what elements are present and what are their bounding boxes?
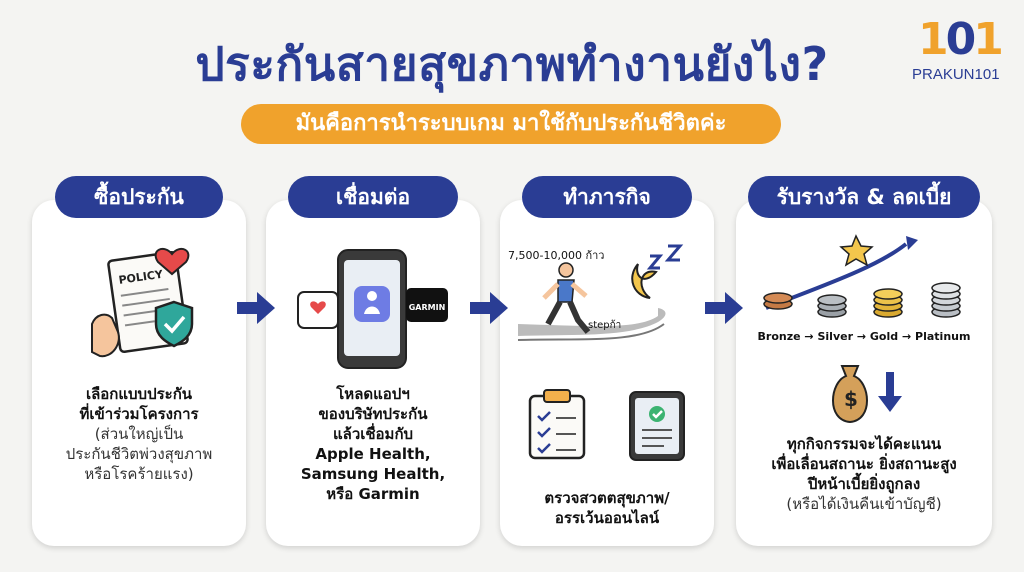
note-line: (หรือได้เงินคืนเข้าบัญชี) xyxy=(786,495,942,513)
money-bag-icon: $ xyxy=(832,365,902,424)
text-line: ปีหน้าเบี้ยยิ่งถูกลง xyxy=(807,475,921,493)
steps-goal-label: 7,500-10,000 ก้าว xyxy=(508,249,605,262)
tier-silver: Silver xyxy=(817,330,854,343)
step-label-connect: เชื่อมต่อ xyxy=(288,176,458,218)
step-card-mission xyxy=(500,200,714,546)
text-line: ทุกกิจกรรมจะได้คะแนน xyxy=(786,435,942,453)
text-line: ที่เข้าร่วมโครงการ xyxy=(79,405,199,423)
text-line: โหลดแอปฯ xyxy=(336,385,410,403)
tier-platinum: Platinum xyxy=(915,330,971,343)
running-person-icon xyxy=(517,244,684,341)
text-line: แล้วเชื่อมกับ xyxy=(332,425,414,443)
step-label-reward: รับรางวัล & ลดเบี้ย xyxy=(748,176,980,218)
garmin-label: GARMIN xyxy=(408,303,446,312)
text-line: เลือกแบบประกัน xyxy=(85,385,193,403)
coins-tier-icon xyxy=(763,234,961,318)
text-line: หรือ Garmin xyxy=(326,485,420,503)
note-line: หรือโรคร้ายแรง) xyxy=(84,465,194,483)
step-text-reward: ทุกกิจกรรมจะได้คะแนน เพื่อเลื่อนสถานะ ยิ… xyxy=(740,434,988,514)
arrow-right-icon xyxy=(705,292,743,324)
tier-bronze: Bronze xyxy=(757,330,801,343)
step-label-mission: ทำภารกิจ xyxy=(522,176,692,218)
note-line: ประกันชีวิตพ่วงสุขภาพ xyxy=(65,445,213,463)
tier-gold: Gold xyxy=(869,330,899,343)
arrow-right-icon xyxy=(237,292,275,324)
subtitle-banner: มันคือการนำระบบเกม มาใช้กับประกันชีวิตค่… xyxy=(241,104,781,144)
svg-text:$: $ xyxy=(844,387,858,411)
arrow-right-icon xyxy=(470,292,508,324)
text-line: Apple Health, xyxy=(315,445,431,463)
text-line: ตรวจสวตตสุขภาพ/ xyxy=(544,489,670,507)
step-label-buy: ซื้อประกัน xyxy=(55,176,223,218)
step-road-label: stepก้า xyxy=(588,320,622,331)
policy-label: POLICY xyxy=(118,268,165,287)
step-text-connect: โหลดแอปฯ ของบริษัทประกัน แล้วเชื่อมกับ A… xyxy=(272,384,474,504)
logo-text: PRAKUN101 xyxy=(912,66,1000,83)
step-text-mission: ตรวจสวตตสุขภาพ/ อรรเว้นออนไลน์ xyxy=(506,488,708,528)
policy-document-icon: POLICY xyxy=(91,247,194,358)
note-line: (ส่วนใหญ่เป็น xyxy=(94,425,184,443)
checklist-clipboard-icon xyxy=(528,389,586,460)
brand-logo: 101 PRAKUN101 xyxy=(912,14,1012,89)
text-line: อรรเว้นออนไลน์ xyxy=(554,509,660,527)
step-text-buy: เลือกแบบประกัน ที่เข้าร่วมโครงการ (ส่วนใ… xyxy=(38,384,240,484)
logo-number: 101 xyxy=(918,14,1004,65)
text-line: Samsung Health, xyxy=(300,465,446,483)
text-line: เพื่อเลื่อนสถานะ ยิ่งสถานะสูง xyxy=(771,455,957,473)
text-line: ของบริษัทประกัน xyxy=(318,405,428,423)
tablet-check-icon xyxy=(629,391,685,461)
smartphone-app-icon xyxy=(297,249,448,369)
page-title: ประกันสายสุขภาพทำงานยังไง? xyxy=(195,37,829,91)
tier-list: Bronze → Silver → Gold → Platinum xyxy=(757,330,971,343)
